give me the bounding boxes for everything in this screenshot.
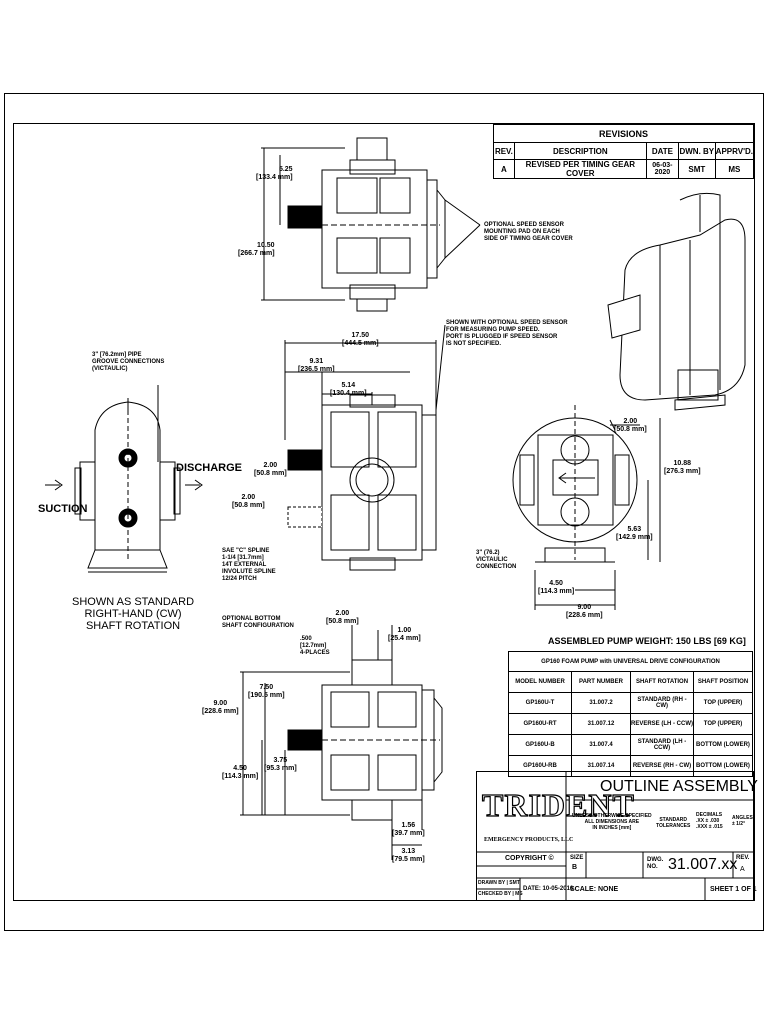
- checked-by: CHECKED BY | MS: [478, 891, 523, 897]
- decimals-tolerance: DECIMALS .XX ± .030 .XXX ± .015: [696, 812, 723, 830]
- drawing-inner-border: [13, 123, 755, 901]
- discharge-label: DISCHARGE: [176, 462, 243, 474]
- dim-9-31: 9.31 [236.5 mm]: [298, 358, 335, 373]
- rev-header: DESCRIPTION: [513, 142, 647, 160]
- config-table: GP160 FOAM PUMP with UNIVERSAL DRIVE CON…: [508, 651, 753, 777]
- dim-3-75: 3.75 [95.3 mm]: [264, 757, 297, 772]
- isometric-pump: [607, 192, 746, 411]
- rev-cell: REVISED PER TIMING GEAR COVER: [513, 159, 647, 179]
- dim-5-14: 5.14 [130.4 mm]: [330, 382, 367, 397]
- title-block-lines: [476, 771, 754, 901]
- shown-as-standard-note: SHOWN AS STANDARD RIGHT-HAND (CW) SHAFT …: [72, 596, 195, 632]
- shaft-position: TOP (UPPER): [693, 713, 753, 735]
- bottom-view-pump: [240, 625, 443, 860]
- dim-7-50: 7.50 [190.5 mm]: [248, 684, 285, 699]
- victaulic-note: 3" (76.2) VICTAULIC CONNECTION: [476, 550, 517, 570]
- angles-tolerance: ANGLES ± 1/2°: [732, 815, 753, 827]
- dim-10-50: 10.50 [266.7 mm]: [238, 242, 275, 257]
- table-row: GP160U-RT 31.007.12 REVERSE (LH - CCW) T…: [508, 713, 753, 735]
- dim-5-63: 5.63 [142.9 mm]: [616, 526, 653, 541]
- copyright: COPYRIGHT ©: [505, 855, 554, 862]
- top-view-pump: [261, 137, 481, 312]
- table-row: GP160U-T 31.007.2 STANDARD (RH - CW) TOP…: [508, 692, 753, 714]
- pipe-groove-note: 3" [76.2mm] PIPE GROOVE CONNECTIONS (VIC…: [92, 352, 165, 372]
- dwg-number: 31.007.xx: [668, 856, 738, 873]
- config-table-title: GP160 FOAM PUMP with UNIVERSAL DRIVE CON…: [508, 651, 753, 672]
- shaft-rotation: STANDARD (RH - CW): [630, 692, 694, 714]
- part-number: 31.007.4: [571, 734, 631, 756]
- dwg-label: DWG. NO.: [647, 857, 664, 870]
- drawing-sheet: SHEET 1 OF 1: [710, 886, 757, 893]
- rev-label: REV.: [736, 855, 750, 861]
- drawing-outer-border: [4, 93, 764, 931]
- model-number: GP160U-B: [508, 734, 572, 756]
- model-number: GP160U-RT: [508, 713, 572, 735]
- rear-view-pump: [512, 405, 661, 610]
- model-number: GP160U-T: [508, 692, 572, 714]
- config-header: SHAFT POSITION: [693, 671, 753, 693]
- trident-logo: TRIDENT: [481, 787, 635, 823]
- dim-500-note: .500 [12.7mm] 4-PLACES: [300, 636, 330, 656]
- rev-header: DATE: [645, 142, 679, 160]
- dim-2-00-b: 2.00 [50.8 mm]: [232, 494, 265, 509]
- part-number: 31.007.2: [571, 692, 631, 714]
- rev-cell: SMT: [677, 159, 716, 179]
- dim-10-88: 10.88 [276.3 mm]: [664, 460, 701, 475]
- revisions-table: REVISIONS REV. DESCRIPTION DATE DWN. BY …: [493, 124, 755, 179]
- suction-label: SUCTION: [38, 503, 88, 515]
- shaft-rotation: REVERSE (LH - CCW): [630, 713, 694, 735]
- config-header: PART NUMBER: [571, 671, 631, 693]
- rev-header: REV.: [493, 142, 515, 160]
- speed-sensor-note: SHOWN WITH OPTIONAL SPEED SENSOR FOR MEA…: [446, 320, 568, 347]
- rev-cell: A: [493, 159, 515, 179]
- rev-value: A: [740, 866, 745, 873]
- dim-5-25: 5.25 [133.4 mm]: [256, 166, 293, 181]
- speed-sensor-pad-note: OPTIONAL SPEED SENSOR MOUNTING PAD ON EA…: [484, 222, 573, 242]
- pump-weight: ASSEMBLED PUMP WEIGHT: 150 LBS [69 KG]: [548, 636, 746, 646]
- config-header: MODEL NUMBER: [508, 671, 572, 693]
- title-block: [476, 771, 754, 901]
- shaft-position: BOTTOM (LOWER): [693, 734, 753, 756]
- trident-logo-sub: EMERGENCY PRODUCTS, LLC: [484, 837, 574, 843]
- drawing-scale: SCALE: NONE: [570, 886, 619, 893]
- drawn-by: DRAWN BY | SMT: [478, 880, 520, 886]
- rev-cell: MS: [714, 159, 755, 179]
- dim-3-13: 3.13 [79.5 mm]: [392, 848, 425, 863]
- dim-2-00-d: 2.00 [50.8 mm]: [326, 610, 359, 625]
- side-view-pump: [45, 385, 203, 573]
- dim-1-56: 1.56 [39.7 mm]: [392, 822, 425, 837]
- dim-2-00-c: 2.00 [50.8 mm]: [614, 418, 647, 433]
- optional-bottom-note: OPTIONAL BOTTOM SHAFT CONFIGURATION: [222, 616, 294, 629]
- shaft-position: TOP (UPPER): [693, 692, 753, 714]
- dim-9-00-a: 9.00 [228.6 mm]: [566, 604, 603, 619]
- rev-cell: 06-03-2020: [645, 159, 679, 179]
- size-label: SIZE: [570, 855, 584, 861]
- shaft-rotation: STANDARD (LH - CCW): [630, 734, 694, 756]
- config-header: SHAFT ROTATION: [630, 671, 694, 693]
- drawing-date: DATE: 10-05-2016: [523, 886, 574, 892]
- dim-2-00-a: 2.00 [50.8 mm]: [254, 462, 287, 477]
- rev-header: DWN. BY: [677, 142, 716, 160]
- units-note: UNLESS OTHERWISE SPECIFIED ALL DIMENSION…: [572, 813, 652, 831]
- dim-4-50-b: 4.50 [114.3 mm]: [222, 765, 259, 780]
- drawing-title: OUTLINE ASSEMBLY: [600, 778, 758, 795]
- size-value: B: [572, 864, 578, 871]
- dim-17-50: 17.50 [444.5 mm]: [342, 332, 379, 347]
- sae-spline-note: SAE "C" SPLINE 1-1/4 [31.7mm] 14T EXTERN…: [222, 548, 276, 582]
- standard-tolerances: STANDARD TOLERANCES: [656, 817, 691, 829]
- table-row: GP160U-B 31.007.4 STANDARD (LH - CCW) BO…: [508, 734, 753, 756]
- revisions-title: REVISIONS: [493, 124, 754, 143]
- dim-4-50-a: 4.50 [114.3 mm]: [538, 580, 575, 595]
- dim-9-00-b: 9.00 [228.6 mm]: [202, 700, 239, 715]
- part-number: 31.007.12: [571, 713, 631, 735]
- dim-1-00: 1.00 [25.4 mm]: [388, 627, 421, 642]
- front-view-pump: [284, 324, 446, 571]
- rev-header: APPRV'D.: [714, 142, 755, 160]
